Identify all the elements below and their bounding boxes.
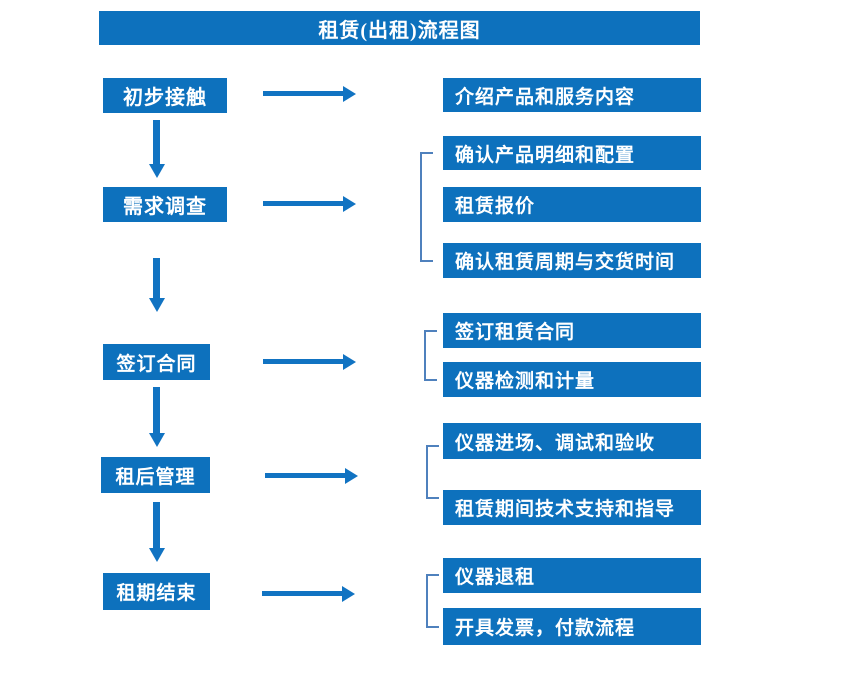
stage-box-post-rental-management: 租后管理 xyxy=(101,457,210,493)
stage-box-rental-end: 租期结束 xyxy=(103,573,210,610)
detail-box-tech-support-guidance: 租赁期间技术支持和指导 xyxy=(443,490,701,525)
detail-box-confirm-period-delivery: 确认租赁周期与交货时间 xyxy=(443,243,701,278)
arrow-right-rental-end xyxy=(262,591,342,596)
bracket-post-rental-group xyxy=(426,445,439,499)
bracket-demand-survey-group xyxy=(420,152,433,262)
detail-box-instrument-return: 仪器退租 xyxy=(443,558,701,593)
detail-box-rental-quote: 租赁报价 xyxy=(443,187,701,222)
arrow-down-management-to-end xyxy=(153,502,160,548)
detail-box-introduce-products: 介绍产品和服务内容 xyxy=(443,78,701,112)
bracket-rental-end-group xyxy=(426,574,439,628)
arrow-right-initial-contact xyxy=(263,91,343,96)
stage-box-demand-survey: 需求调查 xyxy=(103,187,227,222)
arrow-right-demand-survey xyxy=(263,201,343,206)
detail-box-invoice-payment: 开具发票，付款流程 xyxy=(443,608,701,645)
detail-box-confirm-details-config: 确认产品明细和配置 xyxy=(443,136,701,170)
arrow-down-contact-to-survey xyxy=(153,120,160,164)
arrow-down-contract-to-management xyxy=(153,387,160,433)
title-banner: 租赁(出租)流程图 xyxy=(99,11,700,45)
bracket-sign-contract-group xyxy=(424,330,437,381)
stage-box-sign-contract: 签订合同 xyxy=(103,344,210,380)
stage-box-initial-contact: 初步接触 xyxy=(103,78,227,113)
arrow-right-post-rental-management xyxy=(265,473,345,478)
detail-box-instrument-inspection: 仪器检测和计量 xyxy=(443,362,701,397)
detail-box-sign-rental-contract: 签订租赁合同 xyxy=(443,313,701,348)
arrow-right-sign-contract xyxy=(263,359,343,364)
detail-box-instrument-entry-acceptance: 仪器进场、调试和验收 xyxy=(443,423,701,459)
arrow-down-survey-to-contract xyxy=(153,258,160,298)
flow-title: 租赁(出租)流程图 xyxy=(318,19,481,42)
